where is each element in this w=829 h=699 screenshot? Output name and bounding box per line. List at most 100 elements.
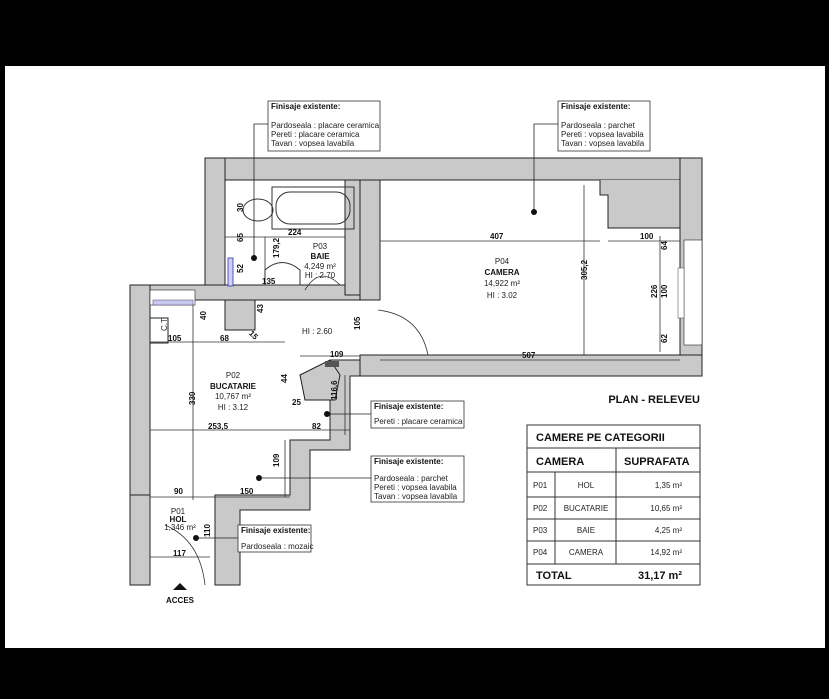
svg-text:HOL: HOL <box>170 515 187 524</box>
svg-text:507: 507 <box>522 351 536 360</box>
toilet-icon <box>242 198 274 222</box>
svg-text:Finisaje existente:: Finisaje existente: <box>241 526 310 535</box>
svg-text:179,2: 179,2 <box>272 237 281 258</box>
svg-text:HI : 2.70: HI : 2.70 <box>305 271 336 280</box>
svg-text:14,922 m²: 14,922 m² <box>484 279 520 288</box>
sink-icon <box>264 262 301 286</box>
svg-text:10,65 m²: 10,65 m² <box>650 504 682 513</box>
svg-text:64: 64 <box>660 241 669 250</box>
svg-text:BUCATARIE: BUCATARIE <box>564 504 609 513</box>
area-table: CAMERE PE CATEGORII CAMERA SUPRAFATA P01… <box>526 424 701 586</box>
svg-text:HOL: HOL <box>578 481 595 490</box>
ct-label: C.T. <box>160 317 169 331</box>
svg-text:Pereti : placare ceramica: Pereti : placare ceramica <box>271 130 360 139</box>
svg-text:407: 407 <box>490 232 504 241</box>
table-row: P03 BAIE 4,25 m² <box>533 526 682 535</box>
svg-text:52: 52 <box>236 264 245 273</box>
bath-left-wall <box>204 157 226 291</box>
svg-text:40: 40 <box>199 311 208 320</box>
svg-text:135: 135 <box>262 277 276 286</box>
radiator-icon <box>227 257 234 287</box>
window-camera <box>683 239 703 346</box>
svg-text:330: 330 <box>188 391 197 405</box>
bath-right-wall <box>344 179 361 296</box>
svg-text:P03: P03 <box>313 242 328 251</box>
svg-text:CAMERA: CAMERA <box>569 548 604 557</box>
svg-text:SUPRAFATA: SUPRAFATA <box>624 456 690 468</box>
walls <box>129 157 703 586</box>
svg-text:CAMERA: CAMERA <box>536 456 584 468</box>
entrance-arrow-icon <box>173 583 187 590</box>
top-wall <box>204 157 703 181</box>
svg-text:Pereti : vopsea lavabila: Pereti : vopsea lavabila <box>561 130 644 139</box>
drawing-sheet: C.T. 224 179,2 65 30 52 135 407 100 305,… <box>5 66 825 648</box>
svg-text:P01: P01 <box>533 481 548 490</box>
camera-door-swing <box>377 309 429 356</box>
svg-text:110: 110 <box>203 524 212 537</box>
svg-text:BAIE: BAIE <box>577 526 595 535</box>
dimension-lines <box>150 185 680 558</box>
finish-callout-kitchen: Finisaje existente: Pardoseala : parchet… <box>256 455 465 503</box>
finish-callout-bath: Finisaje existente: Pardoseala : placare… <box>251 100 381 261</box>
svg-text:P01: P01 <box>171 507 186 516</box>
svg-text:105: 105 <box>168 334 182 343</box>
radiator-icon <box>677 267 685 319</box>
radiator-icon <box>152 299 194 306</box>
room-label-p02: P02 BUCATARIE 10,767 m² HI : 3.12 <box>210 371 257 412</box>
svg-text:44: 44 <box>280 374 289 383</box>
svg-text:14,92 m²: 14,92 m² <box>650 548 682 557</box>
bathtub-inner <box>275 191 351 225</box>
hall-left-wall <box>129 494 151 586</box>
camera-left-wall <box>359 179 381 301</box>
svg-text:P02: P02 <box>533 504 548 513</box>
ct-box <box>149 317 169 344</box>
table-row: P01 HOL 1,35 m² <box>533 481 682 490</box>
hall-height-label: HI : 2.60 <box>302 327 333 336</box>
stove-icon <box>325 361 339 367</box>
svg-text:P04: P04 <box>533 548 548 557</box>
svg-text:HI : 3.02: HI : 3.02 <box>487 291 518 300</box>
svg-text:Tavan : vopsea lavabila: Tavan : vopsea lavabila <box>561 139 645 148</box>
room-label-p04: P04 CAMERA 14,922 m² HI : 3.02 <box>484 257 520 300</box>
svg-text:HI : 3.12: HI : 3.12 <box>218 403 249 412</box>
svg-text:116,6: 116,6 <box>330 380 339 400</box>
svg-text:305,2: 305,2 <box>580 259 589 280</box>
svg-text:100: 100 <box>660 284 669 298</box>
svg-text:1,35 m²: 1,35 m² <box>655 481 682 490</box>
svg-text:30: 30 <box>236 203 245 212</box>
svg-text:109: 109 <box>330 350 344 359</box>
bath-door-swing <box>304 275 341 291</box>
dimension-labels: 224 179,2 65 30 52 135 407 100 305,2 64 … <box>168 203 669 558</box>
table-row: P02 BUCATARIE 10,65 m² <box>533 504 682 513</box>
room-label-p03: P03 BAIE 4,249 m² HI : 2.70 <box>304 242 336 280</box>
svg-text:82: 82 <box>312 422 321 431</box>
svg-text:4,25 m²: 4,25 m² <box>655 526 682 535</box>
svg-text:Finisaje existente:: Finisaje existente: <box>271 102 340 111</box>
finish-callout-kitchen-walls: Finisaje existente: Pereti : placare cer… <box>324 400 465 429</box>
svg-text:Pereti : placare ceramica: Pereti : placare ceramica <box>374 417 463 426</box>
svg-text:43: 43 <box>256 304 265 313</box>
svg-text:105: 105 <box>353 316 362 330</box>
svg-text:P03: P03 <box>533 526 548 535</box>
svg-text:Pardoseala : placare ceramica: Pardoseala : placare ceramica <box>271 121 380 130</box>
svg-text:Finisaje existente:: Finisaje existente: <box>374 402 443 411</box>
bathtub-icon <box>271 186 355 230</box>
svg-text:Pardoseala : parchet: Pardoseala : parchet <box>374 474 449 483</box>
svg-text:Pardoseala : parchet: Pardoseala : parchet <box>561 121 636 130</box>
entrance-door-swing <box>164 524 206 586</box>
svg-text:Tavan : vopsea lavabila: Tavan : vopsea lavabila <box>271 139 355 148</box>
svg-text:65: 65 <box>236 233 245 242</box>
chimney-block <box>224 299 256 331</box>
svg-text:CAMERE PE CATEGORII: CAMERE PE CATEGORII <box>536 432 665 444</box>
svg-text:109: 109 <box>272 453 281 467</box>
svg-text:Finisaje existente:: Finisaje existente: <box>561 102 630 111</box>
svg-text:15: 15 <box>247 329 260 342</box>
total-label: TOTAL <box>536 570 572 582</box>
svg-text:Pereti : vopsea lavabila: Pereti : vopsea lavabila <box>374 483 457 492</box>
svg-text:Tavan : vopsea lavabila: Tavan : vopsea lavabila <box>374 492 458 501</box>
floor-plan: C.T. 224 179,2 65 30 52 135 407 100 305,… <box>129 100 703 605</box>
svg-text:CAMERA: CAMERA <box>484 268 519 277</box>
svg-text:68: 68 <box>220 334 229 343</box>
svg-text:BAIE: BAIE <box>310 252 330 261</box>
plan-title: PLAN - RELEVEU <box>608 394 700 406</box>
